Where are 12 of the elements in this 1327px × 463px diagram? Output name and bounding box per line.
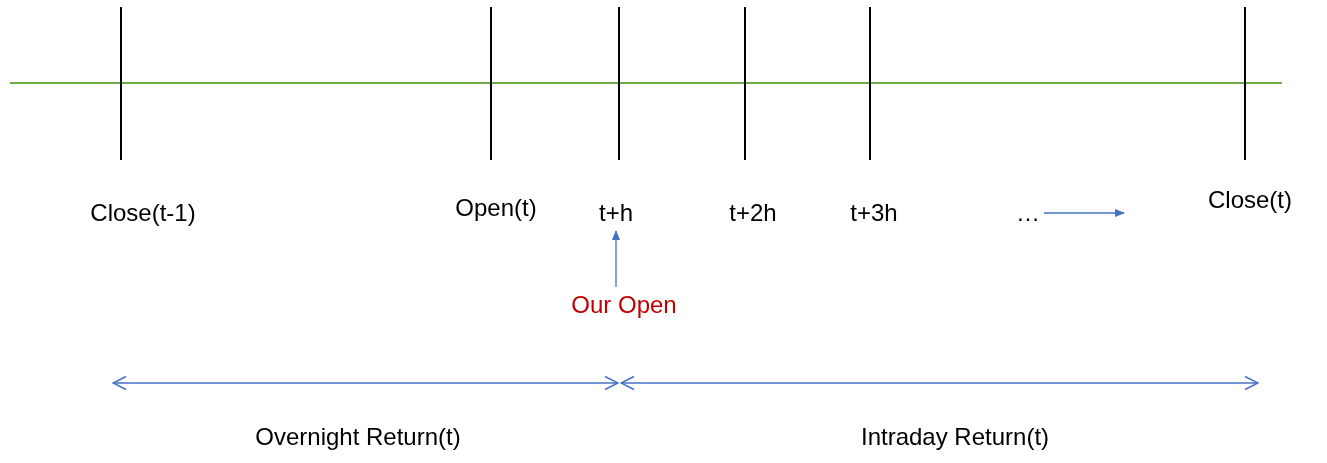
- time-label: Close(t-1): [90, 199, 196, 227]
- time-label: Open(t): [455, 194, 537, 222]
- arrow: [1043, 208, 1126, 218]
- time-label: t+3h: [850, 199, 898, 227]
- time-label: Close(t): [1208, 186, 1292, 214]
- period-label: Intraday Return(t): [860, 423, 1050, 451]
- period-label: Overnight Return(t): [255, 423, 461, 451]
- time-label: t+h: [599, 199, 633, 227]
- arrow: [611, 229, 621, 288]
- time-label: …: [1016, 199, 1040, 227]
- time-label: t+2h: [729, 199, 777, 227]
- time-label: Our Open: [571, 291, 677, 319]
